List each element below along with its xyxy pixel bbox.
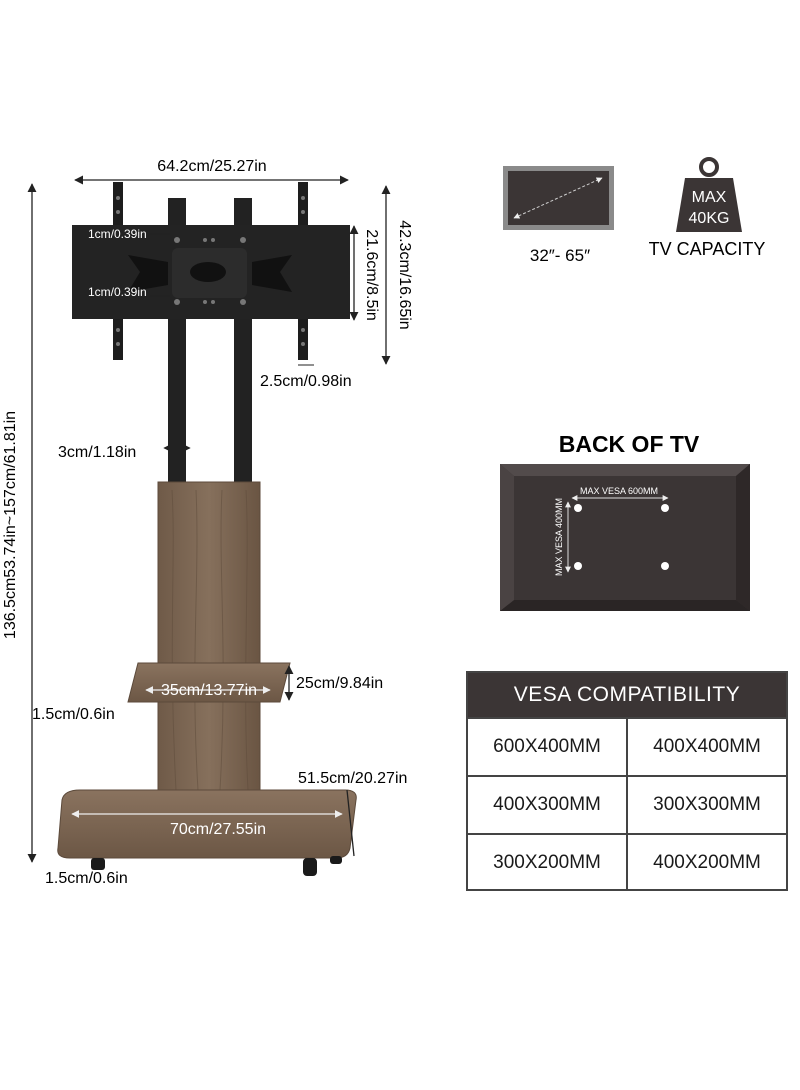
width-label: 64.2cm/25.27in — [157, 158, 266, 175]
table-cell: 400X400MM — [626, 719, 786, 775]
mid-gap-label: 1cm/0.39in — [88, 285, 147, 299]
base-width-label: 70cm/27.55in — [170, 821, 266, 838]
bracket-height-label: 42.3cm/16.65in — [396, 220, 413, 329]
mount-hole — [574, 562, 582, 570]
mount-hole — [661, 504, 669, 512]
vesa-horizontal-label: MAX VESA 600MM — [580, 486, 658, 496]
shelf-width-label: 35cm/13.77in — [161, 682, 257, 699]
table-row: 300X200MM 400X200MM — [468, 833, 786, 891]
back-of-tv-panel — [500, 464, 750, 611]
total-height-label: 136.5cm53.74in~157cm/61.81in — [2, 411, 19, 639]
table-cell: 600X400MM — [493, 736, 601, 757]
vesa-vertical-label: MAX VESA 400MM — [554, 498, 564, 576]
base-depth-label: 51.5cm/20.27in — [298, 770, 407, 787]
table-cell: 300X200MM — [493, 852, 601, 873]
base-thickness-label: 1.5cm/0.6in — [45, 870, 128, 887]
mount-hole — [574, 504, 582, 512]
tv-capacity-label: TV CAPACITY — [649, 239, 766, 259]
back-of-tv-title: BACK OF TV — [559, 431, 700, 457]
tv-size-icon — [503, 166, 614, 230]
caster-wheels — [91, 856, 342, 876]
weight-max-text: MAX — [692, 189, 727, 206]
mount-hole — [661, 562, 669, 570]
top-gap-label: 1cm/0.39in — [88, 227, 147, 241]
table-row: 600X400MM 400X400MM — [468, 717, 786, 775]
shelf-depth-label: 25cm/9.84in — [296, 675, 383, 692]
wood-column — [157, 481, 261, 803]
table-cell: 300X300MM — [626, 777, 786, 833]
bracket-inner-label: 21.6cm/8.5in — [363, 229, 380, 321]
weight-value-text: 40KG — [689, 210, 730, 227]
wall-bracket — [72, 182, 350, 360]
shelf-thickness-label: 1.5cm/0.6in — [32, 706, 115, 723]
vesa-compatibility-table: VESA COMPATIBILITY 600X400MM 400X400MM 4… — [466, 671, 788, 891]
table-cell: 400X300MM — [493, 794, 601, 815]
arm-label: 2.5cm/0.98in — [260, 373, 352, 390]
pole-label: 3cm/1.18in — [58, 444, 136, 461]
vesa-table-header: VESA COMPATIBILITY — [468, 673, 786, 717]
screen-range-label: 32″- 65″ — [530, 246, 590, 265]
table-row: 400X300MM 300X300MM — [468, 775, 786, 833]
table-cell: 400X200MM — [626, 835, 786, 891]
weight-icon — [676, 157, 742, 232]
